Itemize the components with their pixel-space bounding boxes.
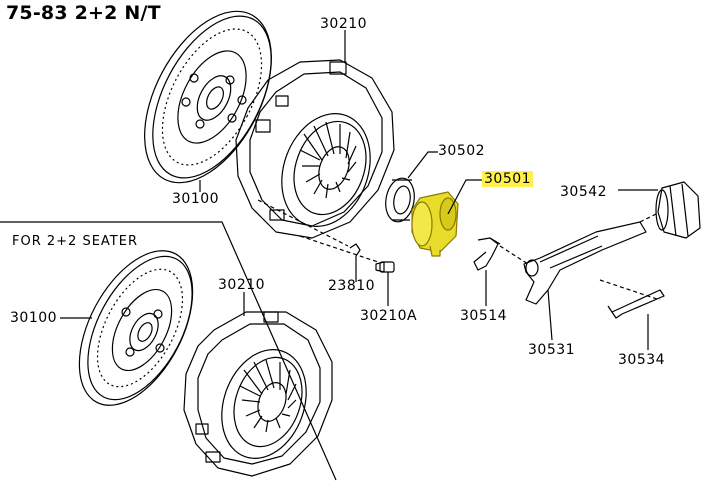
section-label-2plus2: FOR 2+2 SEATER [12, 234, 138, 249]
part-number-30531[interactable]: 30531 [528, 342, 576, 358]
part-number-30210-bottom[interactable]: 30210 [218, 277, 266, 293]
withdrawal-lever[interactable] [523, 213, 657, 305]
release-bearing-ring[interactable] [382, 176, 417, 224]
clutch-disc-bottom[interactable] [56, 232, 216, 424]
pressure-plate-top[interactable] [235, 59, 395, 239]
release-bearing-sleeve[interactable] [411, 191, 459, 257]
pressure-plate-bottom[interactable] [183, 311, 333, 477]
part-number-30100-bottom[interactable]: 30100 [10, 310, 58, 326]
part-number-30100-top[interactable]: 30100 [172, 191, 220, 207]
part-number-30210A[interactable]: 30210A [360, 308, 418, 324]
part-number-30210-top[interactable]: 30210 [320, 16, 368, 32]
spring-clip[interactable] [607, 289, 665, 319]
part-number-30542[interactable]: 30542 [560, 184, 608, 200]
page-title: 75-83 2+2 N/T [6, 2, 161, 24]
bolt[interactable] [375, 261, 395, 273]
clutch-disc-top[interactable] [118, 0, 297, 204]
section-divider [0, 221, 337, 481]
part-number-23810[interactable]: 23810 [328, 278, 376, 294]
retainer-spring[interactable] [473, 237, 501, 271]
part-number-30502[interactable]: 30502 [438, 143, 486, 159]
part-number-30534[interactable]: 30534 [618, 352, 666, 368]
part-number-30514[interactable]: 30514 [460, 308, 508, 324]
withdrawal-boot[interactable] [655, 181, 701, 239]
small-clip[interactable] [349, 243, 361, 257]
part-number-30501[interactable]: 30501 [482, 171, 534, 187]
